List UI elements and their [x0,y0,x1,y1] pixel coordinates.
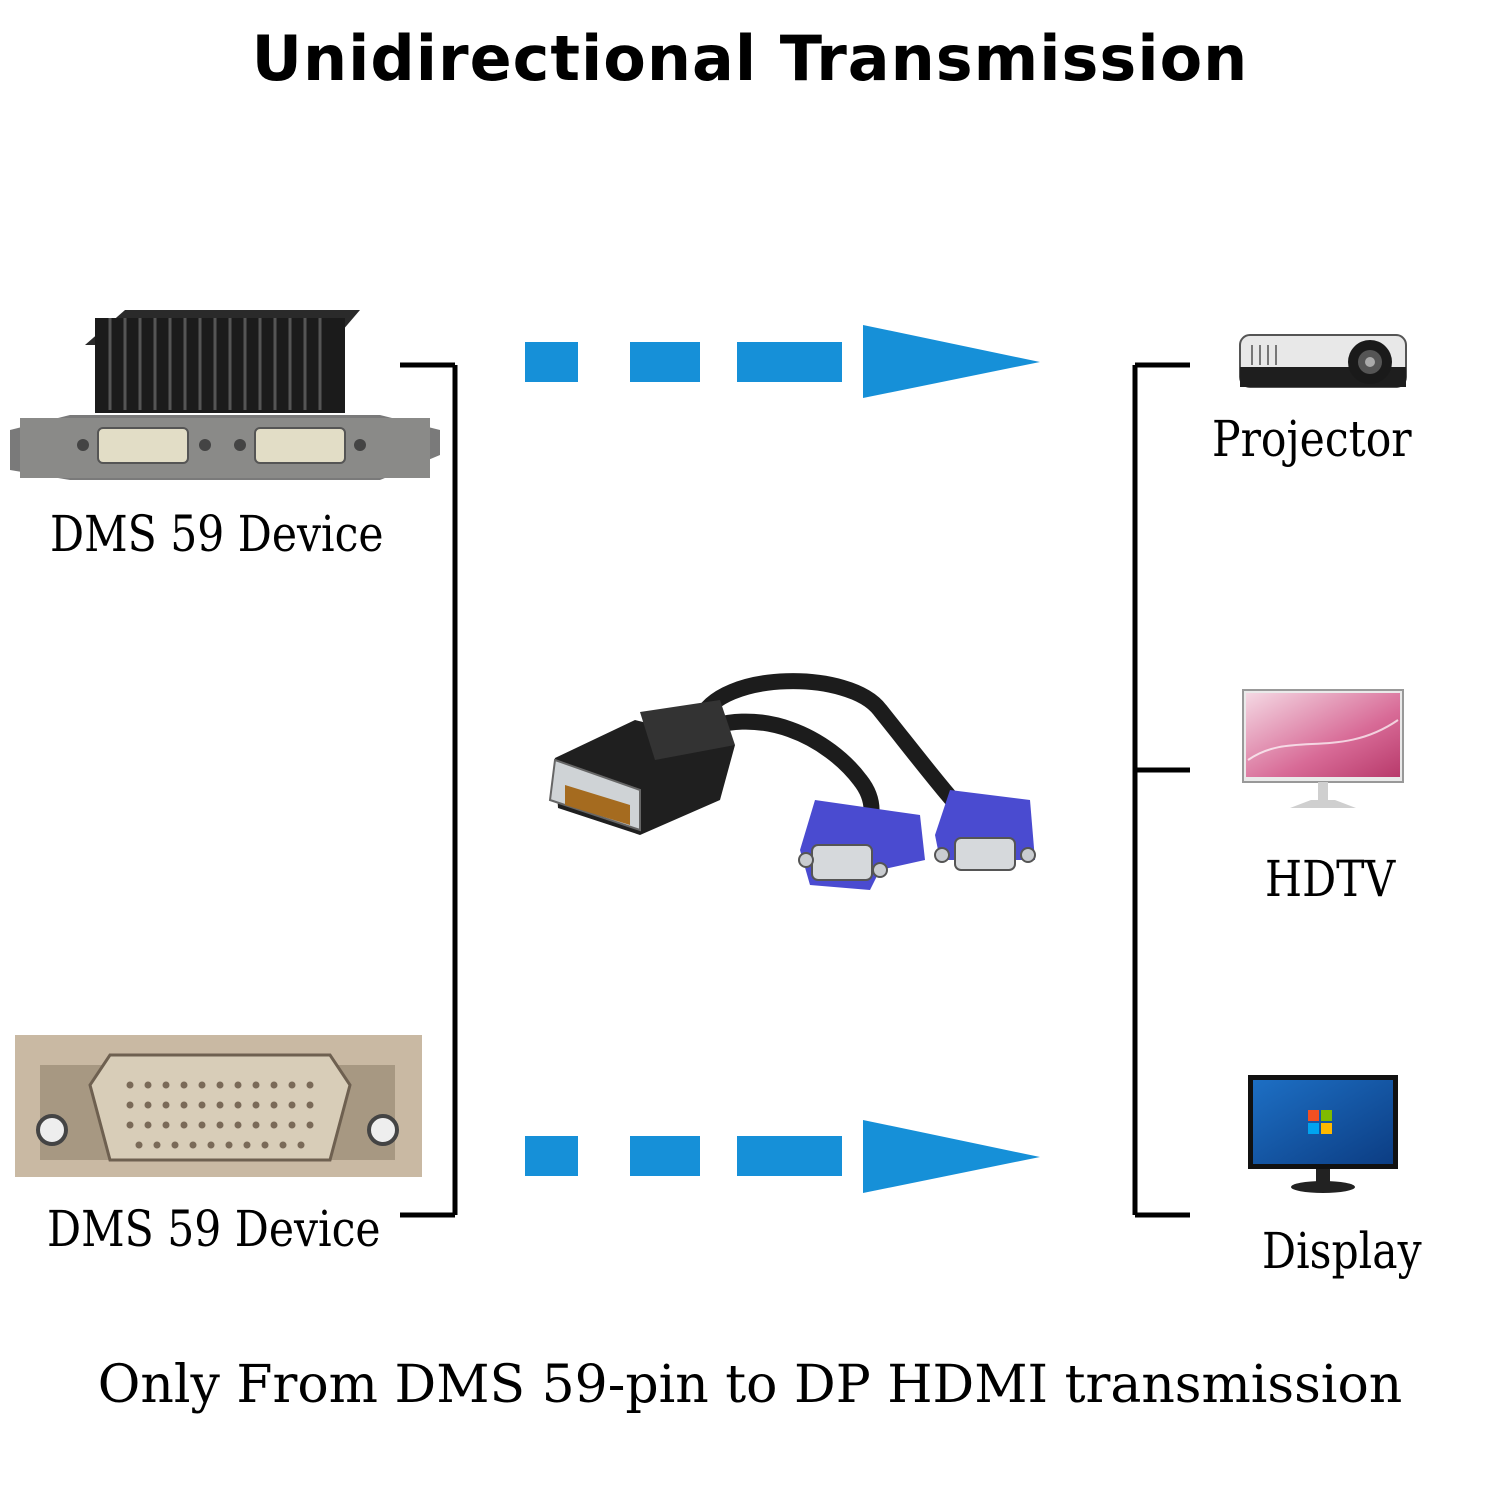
bottom-direction-arrow [525,1120,1040,1193]
right-bracket [1132,362,1190,1218]
projector-icon [1239,334,1407,388]
diagram-title: Unidirectional Transmission [251,22,1249,95]
projector-label: Projector [1212,410,1412,468]
dms59-port-icon [15,1035,422,1177]
hdtv-label: HDTV [1265,850,1396,908]
graphics-card-icon [10,310,440,480]
left-bracket [400,362,458,1218]
dms59-to-dual-vga-cable-icon [548,673,1036,890]
top-direction-arrow [525,325,1040,398]
hdtv-icon [1242,689,1404,808]
source-label-bottom: DMS 59 Device [47,1200,381,1258]
caption-note: Only From DMS 59-pin to DP HDMI transmis… [97,1355,1403,1415]
display-label: Display [1262,1222,1422,1280]
source-label-top: DMS 59 Device [50,505,384,563]
display-icon [1248,1075,1398,1193]
